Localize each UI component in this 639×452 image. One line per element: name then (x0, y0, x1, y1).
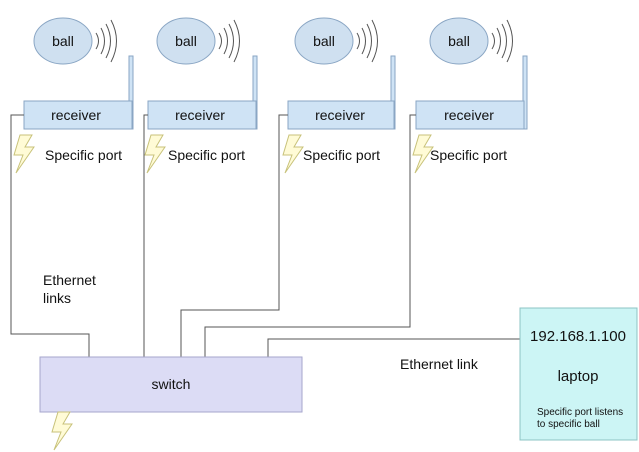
receiver-2 (147, 100, 257, 130)
receiver-1 (23, 100, 133, 130)
wire-receiver-4 (204, 114, 416, 357)
wire-laptop (267, 338, 520, 357)
lightning-icon (13, 134, 35, 174)
receiver-2-label: receiver (175, 107, 225, 123)
ethernet-links-label-line2: links (43, 290, 71, 306)
ethernet-wires (10, 114, 520, 357)
radio-waves-icon (491, 19, 513, 63)
lightning-icon (51, 411, 73, 451)
laptop-box (519, 307, 638, 441)
node-3: ball receiver Specific port (282, 17, 396, 174)
port-2-label: Specific port (168, 147, 245, 163)
ball-4-label: ball (448, 33, 470, 49)
receiver-3 (287, 100, 395, 130)
antenna-4 (522, 55, 528, 130)
ball-4 (429, 17, 489, 65)
laptop: 192.168.1.100 laptop Specific port liste… (519, 307, 638, 441)
node-2: ball receiver Specific port (144, 17, 258, 174)
switch: switch (39, 356, 303, 451)
ball-2 (156, 17, 216, 65)
wire-receiver-3 (180, 114, 288, 357)
ethernet-links-label-line1: Ethernet (43, 272, 96, 288)
receiver-1-label: receiver (51, 107, 101, 123)
laptop-ip: 192.168.1.100 (530, 328, 626, 345)
ethernet-link-label: Ethernet link (400, 356, 479, 372)
receiver-3-label: receiver (315, 107, 365, 123)
laptop-label: laptop (558, 368, 599, 385)
radio-waves-icon (218, 19, 240, 63)
ball-3 (294, 17, 354, 65)
receiver-4-label: receiver (444, 107, 494, 123)
ball-1-label: ball (52, 33, 74, 49)
node-1: ball receiver Specific port (13, 17, 134, 174)
lightning-icon (144, 134, 166, 174)
port-4-label: Specific port (430, 147, 507, 163)
lightning-icon (282, 134, 304, 174)
laptop-note-line2: to specific ball (537, 419, 600, 430)
switch-box (39, 356, 303, 413)
switch-label: switch (152, 376, 191, 392)
radio-waves-icon (356, 19, 378, 63)
radio-waves-icon (95, 19, 117, 63)
ball-2-label: ball (175, 33, 197, 49)
node-4: ball receiver Specific port (412, 17, 528, 174)
wire-receiver-2 (143, 114, 148, 357)
ball-1 (33, 17, 93, 65)
port-3-label: Specific port (303, 147, 380, 163)
laptop-note-line1: Specific port listens (537, 407, 623, 418)
ball-3-label: ball (313, 33, 335, 49)
wire-receiver-1 (10, 114, 90, 357)
port-1-label: Specific port (45, 147, 122, 163)
